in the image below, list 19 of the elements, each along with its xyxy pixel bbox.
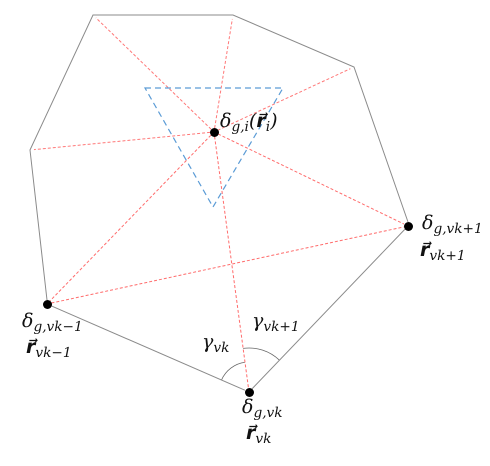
point-marker xyxy=(244,388,254,396)
math-label: δ$_{g,vk−1}$ xyxy=(22,312,83,335)
dotted-line xyxy=(218,133,404,225)
math-label: δ$_{g,vk+1}$ xyxy=(422,214,483,237)
math-label: r⃗$_{vk+1}$ xyxy=(420,241,466,264)
angle-label: γ$_{vk+1}$ xyxy=(252,312,300,335)
angle-label: γ$_{vk}$ xyxy=(202,333,230,356)
point-marker xyxy=(210,128,218,136)
edge-line xyxy=(50,305,246,391)
edge-line xyxy=(252,228,406,390)
math-label: r⃗$_{vk}$ xyxy=(246,424,272,447)
point-marker xyxy=(42,300,52,308)
point-marker xyxy=(404,222,412,230)
math-label: δ$_{g,vk}$ xyxy=(242,398,283,421)
dotted-line xyxy=(50,226,404,304)
math-label: r⃗$_{vk−1}$ xyxy=(26,338,72,361)
math-label: δ$_{g,i}$(r⃗$_{i}$) xyxy=(220,112,278,135)
dotted-line xyxy=(50,134,212,302)
dotted-line xyxy=(214,136,249,388)
